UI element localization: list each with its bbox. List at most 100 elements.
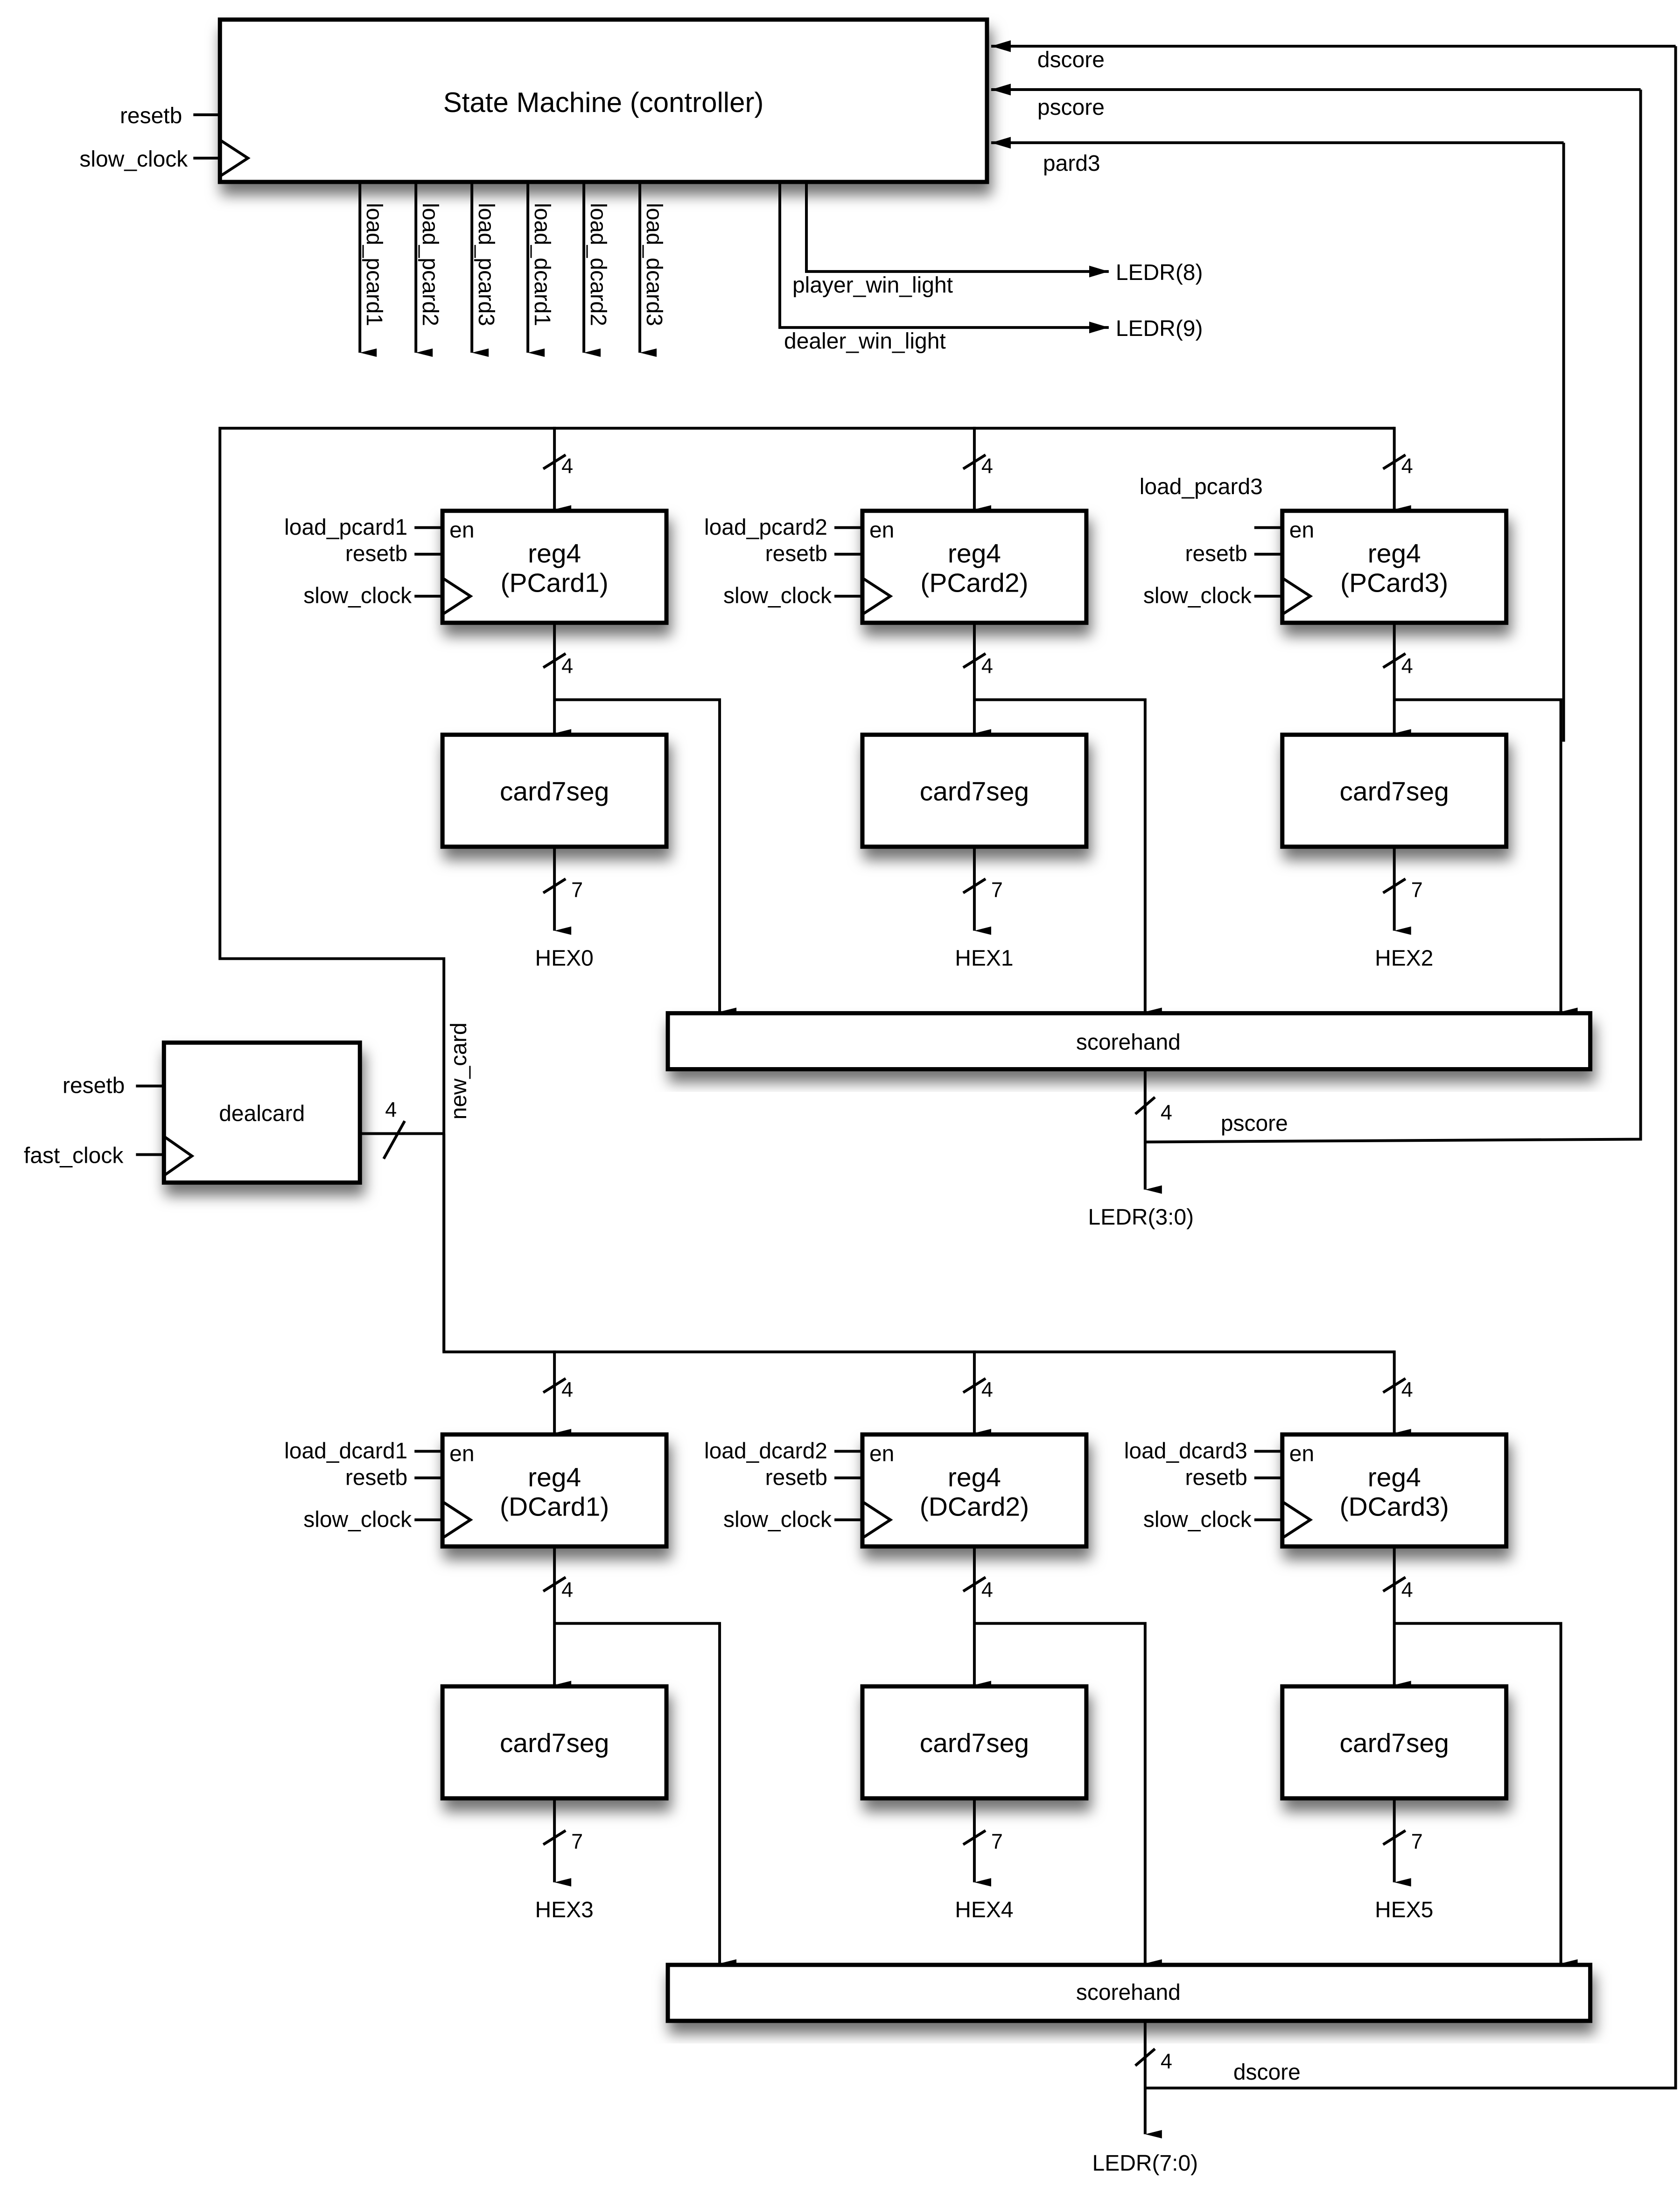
dscore-feedback-wire bbox=[1145, 46, 1677, 2090]
dealer-win-label: dealer_win_light bbox=[784, 329, 946, 354]
reg-in-width: 4 bbox=[561, 454, 573, 478]
bus-width-tick bbox=[1382, 878, 1407, 894]
dealer-card7seg-block[interactable]: card7seg bbox=[440, 1684, 669, 1801]
score-branch-wire bbox=[974, 1622, 1162, 1968]
reg-out-width: 4 bbox=[1401, 654, 1413, 678]
reg-out-width: 4 bbox=[1401, 1578, 1413, 1601]
reg-clock-label: slow_clock bbox=[723, 584, 832, 608]
card7seg-title: card7seg bbox=[1340, 777, 1449, 807]
reg-title: reg4 bbox=[948, 1462, 1001, 1492]
bus-width-tick bbox=[962, 652, 987, 669]
reg-subtitle: (DCard2) bbox=[920, 1492, 1029, 1522]
clock-triangle-icon bbox=[1281, 577, 1313, 616]
clock-triangle-icon bbox=[441, 1500, 473, 1539]
reg-subtitle: (PCard3) bbox=[1340, 568, 1448, 598]
dealcard-block[interactable]: dealcard bbox=[161, 1041, 362, 1185]
pscore-net-label: pscore bbox=[1221, 1111, 1288, 1136]
seg-width: 7 bbox=[991, 1830, 1003, 1853]
reg-reset-label: resetb bbox=[1185, 1465, 1247, 1490]
dealcard-title: dealcard bbox=[219, 1101, 305, 1126]
controller-clock-label: slow_clock bbox=[79, 147, 188, 172]
seg-width: 7 bbox=[571, 1830, 583, 1853]
en-port-label: en bbox=[869, 518, 894, 543]
load-output-label: load_dcard2 bbox=[586, 203, 610, 326]
reg-subtitle: (PCard2) bbox=[920, 568, 1028, 598]
dealer-scorehand-title: scorehand bbox=[1076, 1980, 1181, 2005]
dealer-reg-block[interactable]: en reg4(DCard2) bbox=[860, 1432, 1089, 1549]
reg-title: reg4 bbox=[1368, 539, 1421, 569]
hex-output-label: HEX4 bbox=[955, 1898, 1013, 1922]
ledr9-label: LEDR(9) bbox=[1116, 316, 1203, 341]
en-port-label: en bbox=[1289, 518, 1314, 543]
hex-output-label: HEX3 bbox=[535, 1898, 593, 1922]
reg-clock-label: slow_clock bbox=[303, 1507, 412, 1532]
reg-out-width: 4 bbox=[981, 654, 993, 678]
player-card7seg-block[interactable]: card7seg bbox=[1280, 733, 1509, 849]
pscore-in-label: pscore bbox=[1037, 95, 1105, 120]
seg-width: 7 bbox=[1411, 1830, 1423, 1853]
dscore-width-label: 4 bbox=[1161, 2049, 1172, 2073]
seg-width: 7 bbox=[991, 878, 1003, 902]
bus-width-tick bbox=[1382, 454, 1407, 470]
bus-width-tick bbox=[962, 878, 987, 894]
reg-in-width: 4 bbox=[1401, 454, 1413, 478]
reg-en-label: load_dcard1 bbox=[284, 1439, 407, 1463]
clock-triangle-icon bbox=[219, 139, 251, 178]
bus-width-tick bbox=[382, 1120, 406, 1159]
bus-width-tick bbox=[542, 1576, 567, 1592]
reg-out-width: 4 bbox=[561, 654, 573, 678]
reg-en-label: load_pcard2 bbox=[704, 515, 827, 540]
en-port-label: en bbox=[449, 1441, 474, 1466]
dealcard-width-label: 4 bbox=[385, 1097, 397, 1121]
dscore-in-label: dscore bbox=[1037, 48, 1105, 72]
score-branch-wire bbox=[554, 1622, 737, 1968]
dealer-scorehand-block[interactable]: scorehand bbox=[665, 1963, 1593, 2023]
bus-width-tick bbox=[1134, 1096, 1156, 1115]
clock-triangle-icon bbox=[861, 577, 893, 616]
player-scorehand-block[interactable]: scorehand bbox=[665, 1011, 1593, 1072]
bus-width-tick bbox=[962, 454, 987, 470]
dealer-card7seg-block[interactable]: card7seg bbox=[1280, 1684, 1509, 1801]
score-branch-wire bbox=[554, 698, 737, 1016]
card7seg-title: card7seg bbox=[500, 777, 609, 807]
load-output-label: load_pcard3 bbox=[474, 203, 498, 326]
hex-output-label: HEX0 bbox=[535, 946, 593, 971]
reg-title: reg4 bbox=[528, 1462, 581, 1492]
dealer-card7seg-block[interactable]: card7seg bbox=[860, 1684, 1089, 1801]
seg-width: 7 bbox=[571, 878, 583, 902]
reg-in-width: 4 bbox=[981, 454, 993, 478]
hex-output-label: HEX2 bbox=[1375, 946, 1433, 971]
player-card7seg-block[interactable]: card7seg bbox=[440, 733, 669, 849]
player-card7seg-block[interactable]: card7seg bbox=[860, 733, 1089, 849]
controller-resetb-label: resetb bbox=[120, 104, 182, 128]
controller-title: State Machine (controller) bbox=[443, 87, 764, 118]
clock-triangle-icon bbox=[861, 1500, 893, 1539]
controller-block[interactable]: State Machine (controller) bbox=[217, 17, 989, 184]
reg-clock-label: slow_clock bbox=[1143, 1507, 1252, 1532]
reg-en-label: load_pcard3 bbox=[1140, 475, 1263, 499]
player-slice-3: 4enreg4(PCard3)load_pcard3resetbslow_clo… bbox=[1140, 426, 1578, 1016]
new-card-label: new_card bbox=[447, 1022, 471, 1119]
en-port-label: en bbox=[1289, 1441, 1314, 1466]
reg-clock-label: slow_clock bbox=[723, 1507, 832, 1532]
hex-output-label: HEX1 bbox=[955, 946, 1013, 971]
bus-width-tick bbox=[1382, 1377, 1407, 1394]
seg-width: 7 bbox=[1411, 878, 1423, 902]
load-output-label: load_pcard2 bbox=[418, 203, 442, 326]
reg-out-width: 4 bbox=[981, 1578, 993, 1601]
reg-out-width: 4 bbox=[561, 1578, 573, 1601]
bus-width-tick bbox=[542, 652, 567, 669]
player-reg-block[interactable]: en reg4(PCard3) bbox=[1280, 509, 1509, 625]
player-scorehand-title: scorehand bbox=[1076, 1030, 1181, 1055]
player-win-label: player_win_light bbox=[792, 273, 953, 298]
en-port-label: en bbox=[869, 1441, 894, 1466]
card7seg-title: card7seg bbox=[920, 777, 1029, 807]
card7seg-title: card7seg bbox=[1340, 1728, 1449, 1758]
reg-reset-label: resetb bbox=[1185, 542, 1247, 566]
reg-reset-label: resetb bbox=[765, 542, 827, 566]
